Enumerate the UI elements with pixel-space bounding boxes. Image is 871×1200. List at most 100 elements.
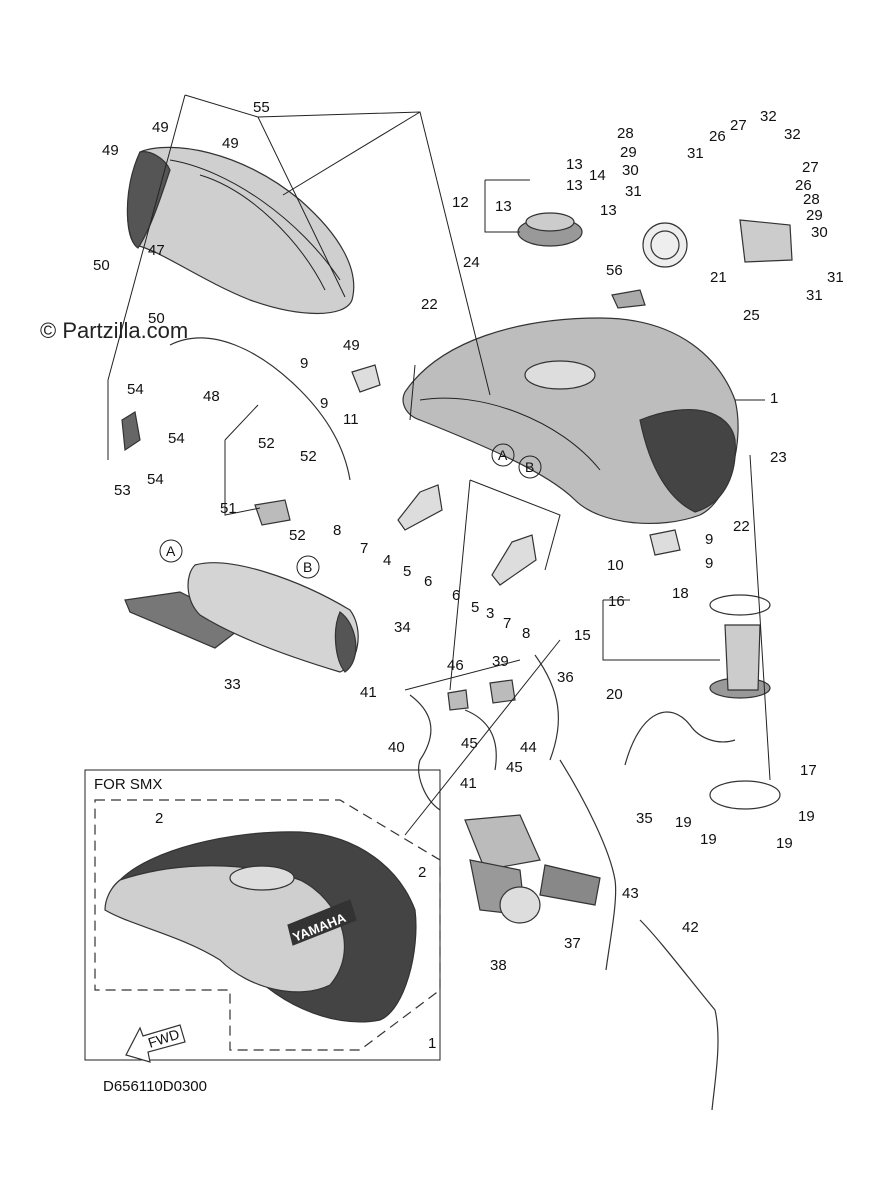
part-label-37[interactable]: 37 bbox=[564, 935, 581, 952]
rubber-strip[interactable] bbox=[169, 337, 351, 481]
part-label-52-a[interactable]: 52 bbox=[258, 435, 275, 452]
part-label-49-d[interactable]: 49 bbox=[343, 337, 360, 354]
side-panel-34[interactable] bbox=[187, 562, 359, 673]
part-label-49-c[interactable]: 49 bbox=[222, 135, 239, 152]
part-label-26-a[interactable]: 26 bbox=[709, 128, 726, 145]
part-label-54-a[interactable]: 54 bbox=[127, 381, 144, 398]
hose-42[interactable] bbox=[639, 919, 719, 1111]
part-label-27-b[interactable]: 27 bbox=[802, 159, 819, 176]
part-label-19-d[interactable]: 19 bbox=[798, 808, 815, 825]
part-label-34[interactable]: 34 bbox=[394, 619, 411, 636]
part-label-23[interactable]: 23 bbox=[770, 449, 787, 466]
part-label-42[interactable]: 42 bbox=[682, 919, 699, 936]
gasket-18[interactable] bbox=[709, 594, 771, 616]
part-label-41-b[interactable]: 41 bbox=[460, 775, 477, 792]
part-label-6-b[interactable]: 6 bbox=[452, 587, 460, 604]
side-panel-33[interactable] bbox=[124, 591, 247, 649]
part-label-38[interactable]: 38 bbox=[490, 957, 507, 974]
part-label-27-a[interactable]: 27 bbox=[730, 117, 747, 134]
part-label-22-b[interactable]: 22 bbox=[733, 518, 750, 535]
part-label-8-b[interactable]: 8 bbox=[522, 625, 530, 642]
joint-46[interactable] bbox=[447, 689, 469, 711]
part-label-24[interactable]: 24 bbox=[463, 254, 480, 271]
part-label-31-b[interactable]: 31 bbox=[687, 145, 704, 162]
part-label-55[interactable]: 55 bbox=[253, 99, 270, 116]
part-label-28-b[interactable]: 28 bbox=[803, 191, 820, 208]
part-label-8-a[interactable]: 8 bbox=[333, 522, 341, 539]
hose-36[interactable] bbox=[534, 654, 560, 761]
filler-gauge-21[interactable] bbox=[642, 222, 688, 268]
part-label-9-a[interactable]: 9 bbox=[300, 355, 308, 372]
part-label-56[interactable]: 56 bbox=[606, 262, 623, 279]
part-label-33[interactable]: 33 bbox=[224, 676, 241, 693]
part-label-17[interactable]: 17 bbox=[800, 762, 817, 779]
part-label-54-b[interactable]: 54 bbox=[168, 430, 185, 447]
part-label-36[interactable]: 36 bbox=[557, 669, 574, 686]
side-bracket-53[interactable] bbox=[121, 411, 141, 452]
part-label-21[interactable]: 21 bbox=[710, 269, 727, 286]
part-label-18[interactable]: 18 bbox=[672, 585, 689, 602]
part-label-1[interactable]: 1 bbox=[770, 390, 778, 407]
part-label-49-a[interactable]: 49 bbox=[102, 142, 119, 159]
part-label-32-a[interactable]: 32 bbox=[760, 108, 777, 125]
part-label-13-d[interactable]: 13 bbox=[600, 202, 617, 219]
part-label-47[interactable]: 47 bbox=[148, 242, 165, 259]
canister[interactable] bbox=[464, 814, 601, 924]
part-label-31-d[interactable]: 31 bbox=[806, 287, 823, 304]
hose-35[interactable] bbox=[559, 759, 617, 971]
part-label-39[interactable]: 39 bbox=[492, 653, 509, 670]
hose-40[interactable] bbox=[409, 694, 441, 811]
part-label-10[interactable]: 10 bbox=[607, 557, 624, 574]
bracket-upper[interactable] bbox=[397, 484, 443, 531]
part-label-29-b[interactable]: 29 bbox=[806, 207, 823, 224]
part-label-31-c[interactable]: 31 bbox=[827, 269, 844, 286]
part-label-20[interactable]: 20 bbox=[606, 686, 623, 703]
part-label-43[interactable]: 43 bbox=[622, 885, 639, 902]
part-label-19-b[interactable]: 19 bbox=[700, 831, 717, 848]
part-label-1-smx[interactable]: 1 bbox=[428, 1035, 436, 1052]
part-label-16[interactable]: 16 bbox=[608, 593, 625, 610]
part-label-19-a[interactable]: 19 bbox=[675, 814, 692, 831]
part-label-40[interactable]: 40 bbox=[388, 739, 405, 756]
fuel-cap-assembly[interactable] bbox=[517, 212, 583, 247]
part-label-50-b[interactable]: 50 bbox=[148, 310, 165, 327]
part-label-13-a[interactable]: 13 bbox=[495, 198, 512, 215]
ring-17[interactable] bbox=[709, 780, 781, 810]
part-label-19-c[interactable]: 19 bbox=[776, 835, 793, 852]
part-label-32-b[interactable]: 32 bbox=[784, 126, 801, 143]
tank-top-cover[interactable] bbox=[126, 146, 355, 314]
part-label-3[interactable]: 3 bbox=[486, 605, 494, 622]
part-label-31-a[interactable]: 31 bbox=[625, 183, 642, 200]
bracket-25[interactable] bbox=[739, 219, 793, 263]
part-label-6-a[interactable]: 6 bbox=[424, 573, 432, 590]
bracket-11[interactable] bbox=[351, 364, 381, 393]
part-label-7-b[interactable]: 7 bbox=[503, 615, 511, 632]
part-label-52-c[interactable]: 52 bbox=[289, 527, 306, 544]
part-label-46[interactable]: 46 bbox=[447, 657, 464, 674]
part-label-2-b[interactable]: 2 bbox=[418, 864, 426, 881]
part-label-15[interactable]: 15 bbox=[574, 627, 591, 644]
part-label-49-b[interactable]: 49 bbox=[152, 119, 169, 136]
part-label-51[interactable]: 51 bbox=[220, 500, 237, 517]
fuel-pump[interactable] bbox=[709, 624, 771, 699]
part-label-4[interactable]: 4 bbox=[383, 552, 391, 569]
part-label-50-a[interactable]: 50 bbox=[93, 257, 110, 274]
part-label-26-b[interactable]: 26 bbox=[795, 177, 812, 194]
part-label-13-c[interactable]: 13 bbox=[566, 177, 583, 194]
bracket-lower[interactable] bbox=[491, 534, 537, 586]
part-label-13-b[interactable]: 13 bbox=[566, 156, 583, 173]
fuel-tank[interactable] bbox=[402, 317, 739, 524]
part-label-5-b[interactable]: 5 bbox=[471, 599, 479, 616]
part-label-30-b[interactable]: 30 bbox=[811, 224, 828, 241]
part-label-29-a[interactable]: 29 bbox=[620, 144, 637, 161]
hose-44[interactable] bbox=[464, 709, 497, 771]
part-label-28-a[interactable]: 28 bbox=[617, 125, 634, 142]
part-label-25[interactable]: 25 bbox=[743, 307, 760, 324]
part-label-41-a[interactable]: 41 bbox=[360, 684, 377, 701]
part-label-45-a[interactable]: 45 bbox=[461, 735, 478, 752]
part-label-53[interactable]: 53 bbox=[114, 482, 131, 499]
bracket-51[interactable] bbox=[254, 499, 291, 526]
part-label-9-b[interactable]: 9 bbox=[320, 395, 328, 412]
part-label-22-a[interactable]: 22 bbox=[421, 296, 438, 313]
part-label-7-a[interactable]: 7 bbox=[360, 540, 368, 557]
